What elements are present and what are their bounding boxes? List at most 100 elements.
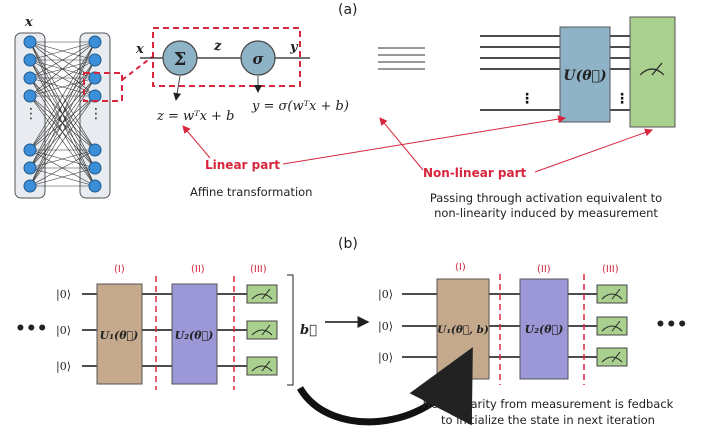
zoom-connector (121, 56, 153, 81)
qc-a-input-ellipsis-icon: ⋮ (520, 91, 534, 107)
feedback-line1: Non-linearity from measurement is fedbac… (423, 397, 674, 411)
nn-node (88, 35, 102, 49)
affine-label: Affine transformation (190, 185, 312, 199)
linear-part-label: Linear part (205, 158, 280, 172)
neuron-y-label: y (289, 40, 299, 55)
nn-edge (29, 41, 96, 151)
right-ket3: |0⟩ (378, 351, 393, 365)
right-ellipsis: ••• (655, 315, 688, 335)
nn-edge (29, 41, 96, 61)
unitary-label: U(θ⃗) (563, 68, 606, 84)
input-ellipsis-icon: ⋮ (24, 106, 38, 122)
nn-node (23, 71, 37, 85)
activation-node (240, 40, 276, 76)
neural-network: x ⋮ ⋮ (14, 15, 123, 199)
sum-node (162, 40, 198, 76)
meter-icon (246, 284, 278, 304)
right-stage1-label: (I) (455, 262, 466, 273)
left-ket2: |0⟩ (56, 324, 71, 338)
nn-edge (29, 149, 96, 187)
right-meters (596, 284, 628, 367)
nonlinear-part-label: Non-linear part (423, 166, 527, 180)
left-ket1: |0⟩ (56, 288, 71, 302)
nn-node (88, 143, 102, 157)
feedback-line2: to initialize the state in next iteratio… (441, 413, 655, 427)
qc-a-input-wires (480, 35, 560, 111)
nonlinear-equation: y = σ(wᵀx + b) (251, 99, 349, 114)
right-ket1: |0⟩ (378, 288, 393, 302)
nn-node (23, 161, 37, 175)
nn-node (23, 53, 37, 67)
left-u1-gate (96, 283, 143, 385)
nn-node (88, 53, 102, 67)
circuit-b-right: (I) (II) (III) |0⟩ |0⟩ |0⟩ U₁(θ⃗, b) U₂(… (378, 262, 688, 385)
linear-to-unitary-arrow (282, 115, 566, 165)
equivalence-symbol (378, 47, 425, 70)
sum-eq-arrow (173, 75, 182, 101)
left-u1-label: U₁(θ⃗) (100, 329, 139, 342)
nn-input-label: x (24, 15, 33, 30)
meter-icon (596, 347, 628, 367)
left-ellipsis: ••• (15, 319, 48, 339)
qc-a-mid-wires (610, 35, 630, 111)
nn-edge (29, 41, 96, 169)
sum-symbol: Σ (174, 49, 187, 70)
nn-edge (29, 95, 96, 187)
feedback-arrow (296, 347, 473, 426)
nn-nodes (23, 35, 102, 193)
neuron-x-label: x (135, 42, 144, 57)
left-meters (246, 284, 278, 376)
meter-icon (596, 316, 628, 336)
left-u2-gate (171, 283, 218, 385)
neuron-detail: Σ σ x z y (135, 27, 310, 87)
hidden-ellipsis-icon: ⋮ (89, 106, 103, 122)
left-u2-label: U₂(θ⃗) (175, 329, 214, 342)
neuron-dashed-box (152, 27, 301, 87)
nn-node (23, 143, 37, 157)
linear-equation: z = wᵀx + b (156, 109, 234, 124)
right-ket2: |0⟩ (378, 320, 393, 334)
nn-edge (29, 77, 96, 187)
right-stage2-label: (II) (537, 264, 551, 275)
left-stage3-label: (III) (250, 264, 267, 275)
meter-icon (246, 356, 278, 376)
passing-line1: Passing through activation equivalent to (430, 191, 662, 205)
b-vector-label: b⃗ (300, 323, 317, 338)
left-ket3: |0⟩ (56, 360, 71, 374)
panel-b-label: (b) (338, 236, 358, 252)
passing-line2: non-linearity induced by measurement (434, 206, 658, 220)
nn-edge (29, 41, 96, 187)
left-stage1-label: (I) (114, 264, 125, 275)
nn-node (23, 89, 37, 103)
meter-icon (246, 320, 278, 340)
neuron-z-label: z (213, 39, 222, 54)
nn-edge (29, 41, 96, 97)
panel-a-label: (a) (338, 2, 358, 18)
meter-icon (596, 284, 628, 304)
qc-a-mid-ellipsis-icon: ⋮ (615, 91, 629, 107)
right-stage3-label: (III) (602, 264, 619, 275)
left-stage2-label: (II) (191, 264, 205, 275)
nn-edge (29, 167, 96, 187)
unitary-gate (559, 26, 611, 123)
nn-node (23, 179, 37, 193)
quantum-circuit-a: ⋮ ⋮ U(θ⃗) (480, 16, 676, 128)
circuit-b-left: (I) (II) (III) ••• |0⟩ |0⟩ |0⟩ U₁(θ⃗) U₂… (15, 264, 294, 390)
nn-node (88, 161, 102, 175)
linear-to-eq-arrow (182, 125, 211, 159)
nn-node (23, 35, 37, 49)
nonlinear-to-measure-arrow (534, 128, 653, 173)
right-u2-gate (519, 278, 569, 380)
nn-edge (29, 41, 96, 79)
measurement-block (629, 16, 676, 128)
output-bracket (287, 274, 294, 386)
measurement-meter-icon (639, 62, 665, 76)
nonlinear-to-eq-arrow (379, 117, 424, 171)
highlight-node-box (83, 72, 123, 102)
right-u2-label: U₂(θ⃗) (525, 323, 564, 336)
nn-node (88, 179, 102, 193)
sigma-symbol: σ (252, 50, 264, 68)
nn-edges (29, 41, 96, 187)
